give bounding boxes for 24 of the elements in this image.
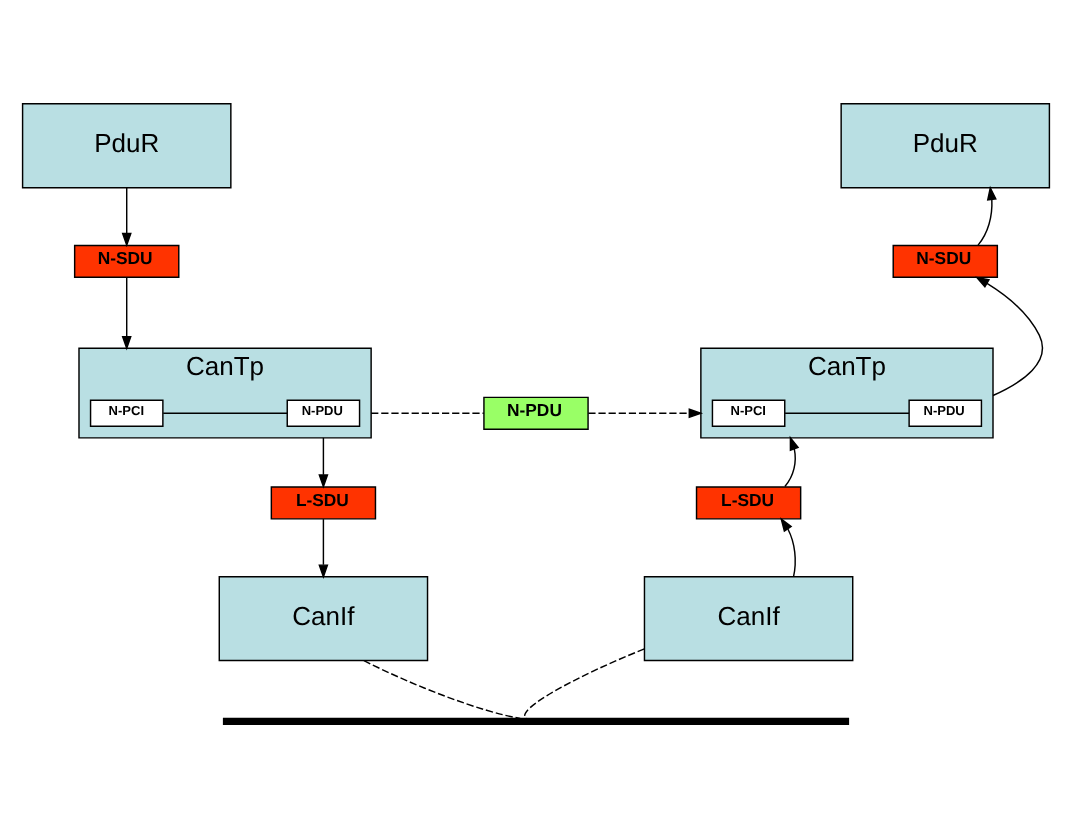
- connector: [524, 647, 646, 718]
- node-box: PduR: [840, 102, 1051, 188]
- node-box: N-SDU: [73, 243, 180, 278]
- arrow: [780, 516, 796, 577]
- node-box: CanIf: [643, 574, 854, 661]
- node-box: N-PDU: [483, 395, 589, 429]
- arrow: [318, 436, 329, 488]
- node-bar: [222, 716, 850, 724]
- node-box: L-SDU: [695, 485, 802, 519]
- connector: [162, 411, 288, 413]
- connector: [363, 658, 521, 719]
- arrow: [587, 407, 704, 418]
- node-box: N-SDU: [892, 243, 999, 278]
- arrow: [977, 184, 997, 245]
- connector: [784, 411, 910, 413]
- arrow: [318, 517, 329, 578]
- arrow: [121, 186, 132, 247]
- arrow: [121, 275, 132, 350]
- node-box: PduR: [21, 102, 232, 188]
- connector: [370, 411, 485, 413]
- arrow: [784, 434, 800, 487]
- node-box: L-SDU: [270, 485, 377, 519]
- node-box: CanIf: [218, 574, 429, 661]
- arrow: [975, 275, 1044, 396]
